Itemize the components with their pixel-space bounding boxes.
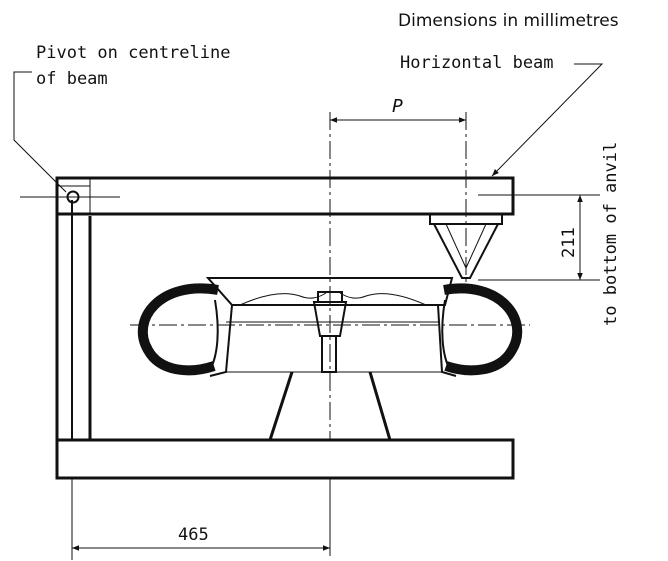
- dim-211-label: 211: [559, 227, 579, 258]
- dimension-465: [71, 478, 331, 560]
- pivot-label-line2: of beam: [36, 69, 108, 89]
- centrelines: [130, 112, 530, 440]
- dimension-211: [478, 194, 600, 281]
- pivot-label-line1: Pivot on centreline: [36, 43, 230, 63]
- vertical-post: [55, 178, 92, 440]
- dimensions-note: Dimensions in millimetres: [398, 11, 619, 31]
- pivot: [20, 190, 120, 204]
- leader-pivot: [13, 71, 67, 193]
- support-stand: [268, 371, 392, 441]
- tyre-left: [137, 283, 219, 376]
- horizontal-beam: [55, 176, 515, 216]
- dim-465-label: 465: [178, 525, 209, 545]
- beam-label: Horizontal beam: [400, 53, 554, 73]
- tyre-right: [441, 283, 523, 376]
- dim-p-label: P: [392, 96, 403, 117]
- leader-beam: [491, 63, 604, 177]
- base-plate: [55, 438, 515, 480]
- anvil-label: to bottom of anvil: [601, 142, 621, 326]
